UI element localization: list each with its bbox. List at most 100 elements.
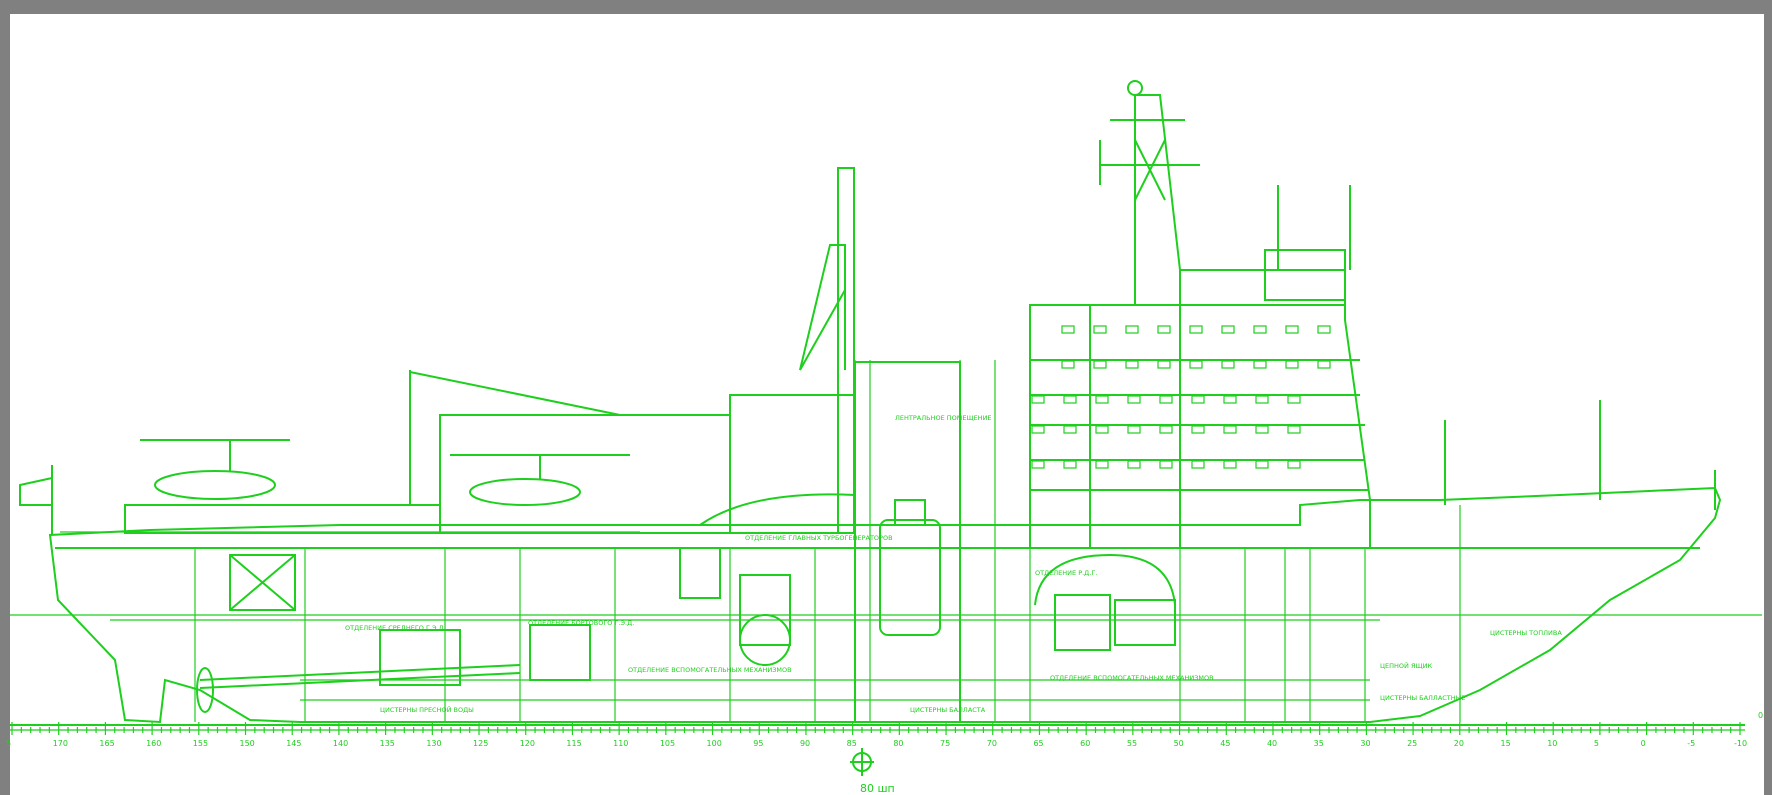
frame-tick-label: 70: [987, 739, 997, 748]
porthole: [1093, 325, 1107, 334]
porthole: [1095, 395, 1109, 404]
label-ballast-2: ЦИСТЕРНЫ БАЛЛАСТНЫЕ: [1380, 694, 1466, 702]
label-aux-mech: ОТДЕЛЕНИЕ ВСПОМОГАТЕЛЬНЫХ МЕХАНИЗМОВ: [628, 666, 792, 674]
frame-tick-label: 80: [893, 739, 903, 748]
frame-tick-label: 10: [1547, 739, 1557, 748]
porthole: [1255, 460, 1269, 469]
frame-tick-label: 140: [333, 739, 348, 748]
frame-tick-label: 45: [1220, 739, 1230, 748]
porthole: [1127, 395, 1141, 404]
label-stern-ged: ОТДЕЛЕНИЕ СРЕДНЕГО Г.Э.Д.: [345, 624, 446, 632]
label-chain-locker: ЦЕПНОЙ ЯЩИК: [1380, 661, 1432, 670]
porthole: [1223, 460, 1237, 469]
porthole: [1125, 325, 1139, 334]
porthole: [1255, 395, 1269, 404]
porthole: [1285, 325, 1299, 334]
porthole: [1095, 460, 1109, 469]
porthole: [1287, 395, 1301, 404]
frame-tick-label: -5: [1687, 739, 1695, 748]
porthole: [1063, 460, 1077, 469]
porthole: [1061, 360, 1075, 369]
frame-tick-label: 50: [1174, 739, 1184, 748]
hull-outline: [48, 486, 1722, 724]
porthole: [1061, 325, 1075, 334]
frame-tick-label: 90: [800, 739, 810, 748]
porthole: [1157, 360, 1171, 369]
frame-tick-label: 55: [1127, 739, 1137, 748]
frame-tick-label: 5: [1594, 739, 1599, 748]
reactor-compartment: [699, 361, 961, 723]
label-upper-room: ЛЕНТРАЛЬНОЕ ПОМЕЩЕНИЕ: [895, 414, 992, 422]
porthole: [1285, 360, 1299, 369]
porthole: [1317, 325, 1331, 334]
frame-tick-label: 100: [707, 739, 722, 748]
propeller-shaft: [196, 624, 591, 713]
superstructure: [1029, 249, 1371, 548]
frame-tick-label: 125: [473, 739, 488, 748]
frame-tick-label: 95: [753, 739, 763, 748]
frame-tick-label: 25: [1407, 739, 1417, 748]
frame-tick-label: 15: [1500, 739, 1510, 748]
porthole: [1095, 425, 1109, 434]
porthole: [1127, 425, 1141, 434]
frame-tick-label: 40: [1267, 739, 1277, 748]
porthole: [1191, 460, 1205, 469]
porthole: [1221, 325, 1235, 334]
midship-symbol: [850, 748, 874, 776]
label-ballast: ЦИСТЕРНЫ БАЛЛАСТА: [910, 706, 986, 714]
stern-flag: [19, 465, 53, 535]
porthole: [1157, 325, 1171, 334]
porthole: [1189, 325, 1203, 334]
helicopter-1: [140, 439, 290, 500]
frame-tick-label: 110: [613, 739, 628, 748]
porthole: [1191, 395, 1205, 404]
porthole: [1191, 425, 1205, 434]
porthole: [1317, 360, 1331, 369]
porthole: [1125, 360, 1139, 369]
frame-tick-label: 75: [940, 739, 950, 748]
frame-tick-label: 150: [240, 739, 255, 748]
porthole: [1287, 425, 1301, 434]
frame-tick-label: 65: [1033, 739, 1043, 748]
label-diesel: ОТДЕЛЕНИЕ Р.Д.Г.: [1035, 569, 1097, 577]
porthole: [1253, 360, 1267, 369]
frame-tick-label: 35: [1314, 739, 1324, 748]
porthole: [1031, 425, 1045, 434]
label-fuel: ЦИСТЕРНЫ ТОПЛИВА: [1490, 629, 1562, 637]
porthole: [1031, 460, 1045, 469]
main-mast: [1099, 80, 1200, 305]
frame-tick-label: 85: [847, 739, 857, 748]
scale-end-label: 0: [1758, 711, 1763, 720]
crane-mast: [799, 167, 855, 534]
porthole: [1287, 460, 1301, 469]
frame-tick-label: 60: [1080, 739, 1090, 748]
frame-tick-label: 155: [193, 739, 208, 748]
porthole: [1093, 360, 1107, 369]
porthole: [1063, 425, 1077, 434]
helicopter-2: [450, 454, 630, 506]
frame-tick-label: 160: [146, 739, 161, 748]
porthole: [1127, 460, 1141, 469]
porthole: [1063, 395, 1077, 404]
frame-tick-label: 120: [520, 739, 535, 748]
porthole: [1159, 460, 1173, 469]
porthole: [1189, 360, 1203, 369]
frame-tick-label: 30: [1360, 739, 1370, 748]
porthole: [1031, 395, 1045, 404]
porthole: [1159, 395, 1173, 404]
porthole: [1221, 360, 1235, 369]
label-main-turbine: ОТДЕЛЕНИЕ ГЛАВНЫХ ТУРБОГЕНЕРАТОРОВ: [745, 534, 893, 542]
frame-tick-label: 5: [6, 739, 11, 748]
frame-tick-label: 135: [380, 739, 395, 748]
frame-tick-label: 0: [1641, 739, 1646, 748]
frame-tick-label: 105: [660, 739, 675, 748]
label-aux-mech-2: ОТДЕЛЕНИЕ ВСПОМОГАТЕЛЬНЫХ МЕХАНИЗМОВ: [1050, 674, 1214, 682]
frame-tick-label: 145: [286, 739, 301, 748]
frame-tick-label: 115: [566, 739, 581, 748]
porthole: [1159, 425, 1173, 434]
portholes: [1031, 325, 1331, 469]
frame-tick-label: 20: [1454, 739, 1464, 748]
